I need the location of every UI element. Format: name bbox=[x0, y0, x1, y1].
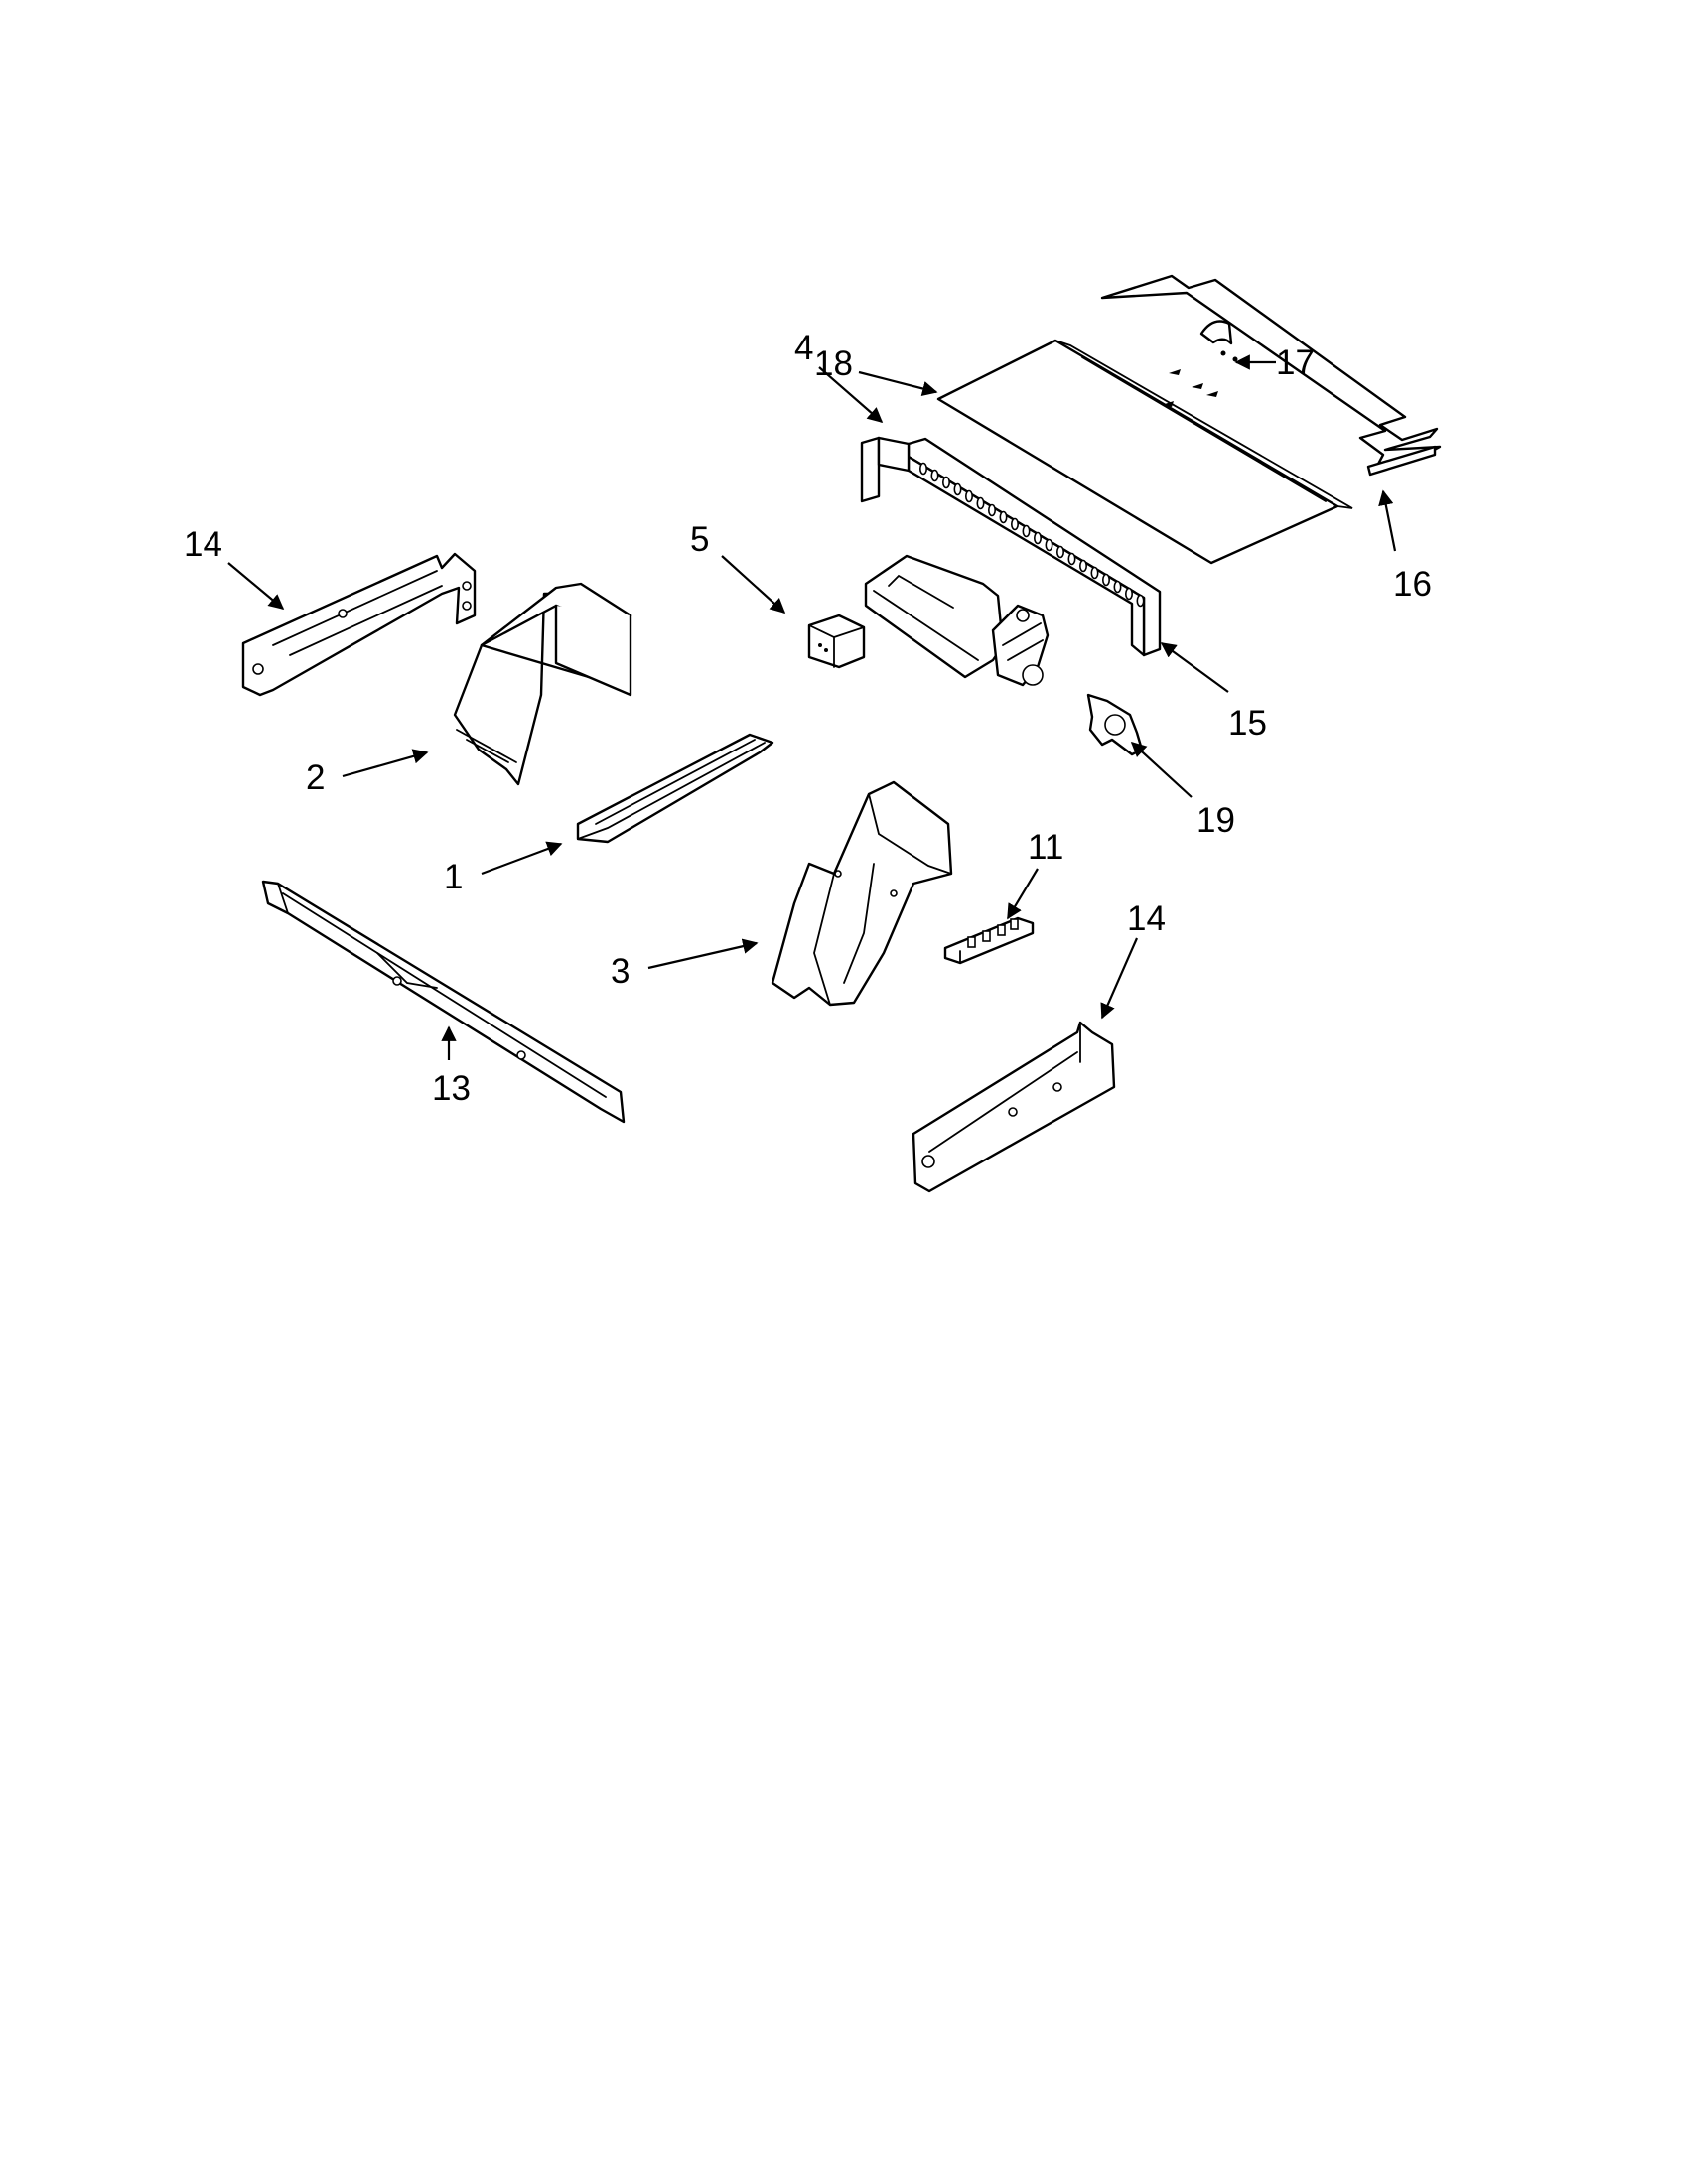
perforation-hole bbox=[1022, 524, 1031, 538]
leader-2 bbox=[342, 749, 429, 778]
perforation-hole bbox=[941, 476, 950, 489]
callout-1: 1 bbox=[444, 858, 463, 896]
perforation-hole bbox=[918, 462, 927, 476]
callout-5: 5 bbox=[690, 520, 709, 559]
callout-13: 13 bbox=[432, 1069, 471, 1108]
part-5-block bbox=[807, 614, 866, 669]
perforation-hole bbox=[1090, 566, 1099, 580]
part-1-strip bbox=[576, 733, 774, 844]
perforation-hole bbox=[1056, 545, 1065, 559]
bracket-perforations bbox=[918, 462, 1145, 608]
perforation-hole bbox=[1067, 552, 1076, 566]
callout-labels: 14 2 1 3 13 5 4 18 17 16 15 19 11 14 bbox=[184, 329, 1432, 1108]
part-16-rear-panel bbox=[1100, 274, 1442, 477]
perforation-hole bbox=[1102, 573, 1111, 587]
part-14-left-rail bbox=[241, 552, 477, 697]
callout-15: 15 bbox=[1228, 704, 1267, 743]
callout-4: 4 bbox=[794, 329, 813, 367]
perforation-hole bbox=[1010, 517, 1019, 531]
part-15-bracket bbox=[860, 436, 1162, 657]
perforation-hole bbox=[999, 510, 1008, 524]
perforation-hole bbox=[1079, 559, 1088, 573]
part-17-clip bbox=[1199, 320, 1238, 362]
perforation-hole bbox=[1034, 531, 1043, 545]
part-11-terminal-block bbox=[943, 916, 1035, 965]
callout-16: 16 bbox=[1393, 565, 1432, 604]
perforation-hole bbox=[930, 469, 939, 482]
leader-lines bbox=[227, 354, 1397, 1060]
callout-14-right: 14 bbox=[1127, 899, 1166, 938]
leader-14-left bbox=[227, 562, 285, 610]
callout-14-left: 14 bbox=[184, 525, 222, 564]
part-3-duct-shield bbox=[771, 780, 953, 1007]
perforation-hole bbox=[1136, 594, 1145, 608]
callout-11: 11 bbox=[1028, 828, 1063, 867]
leader-1 bbox=[481, 841, 563, 876]
callout-3: 3 bbox=[611, 952, 630, 991]
perforation-hole bbox=[1125, 587, 1134, 601]
leader-15 bbox=[1160, 642, 1229, 693]
part-2-deflector bbox=[453, 582, 632, 786]
part-13-angle-rail bbox=[261, 880, 626, 1124]
callout-2: 2 bbox=[306, 758, 325, 797]
perforation-hole bbox=[1113, 580, 1122, 594]
leader-4 bbox=[818, 366, 884, 424]
leader-11 bbox=[1007, 868, 1039, 920]
callout-17: 17 bbox=[1276, 343, 1315, 382]
perforation-hole bbox=[976, 496, 985, 510]
callout-18: 18 bbox=[814, 344, 853, 383]
part-14-right-rail bbox=[912, 1021, 1116, 1193]
perforation-hole bbox=[1045, 538, 1053, 552]
perforation-hole bbox=[987, 503, 996, 517]
leader-5 bbox=[721, 555, 786, 614]
leader-18 bbox=[858, 370, 938, 397]
perforation-hole bbox=[953, 482, 962, 496]
leader-19 bbox=[1130, 741, 1193, 798]
part-18-top-panel bbox=[936, 339, 1353, 565]
perforation-hole bbox=[964, 489, 973, 503]
part-4-control-assembly bbox=[864, 554, 1050, 687]
leader-16 bbox=[1378, 489, 1397, 552]
leader-3 bbox=[647, 938, 759, 970]
callout-19: 19 bbox=[1196, 801, 1235, 840]
leader-14-right bbox=[1100, 937, 1139, 1020]
